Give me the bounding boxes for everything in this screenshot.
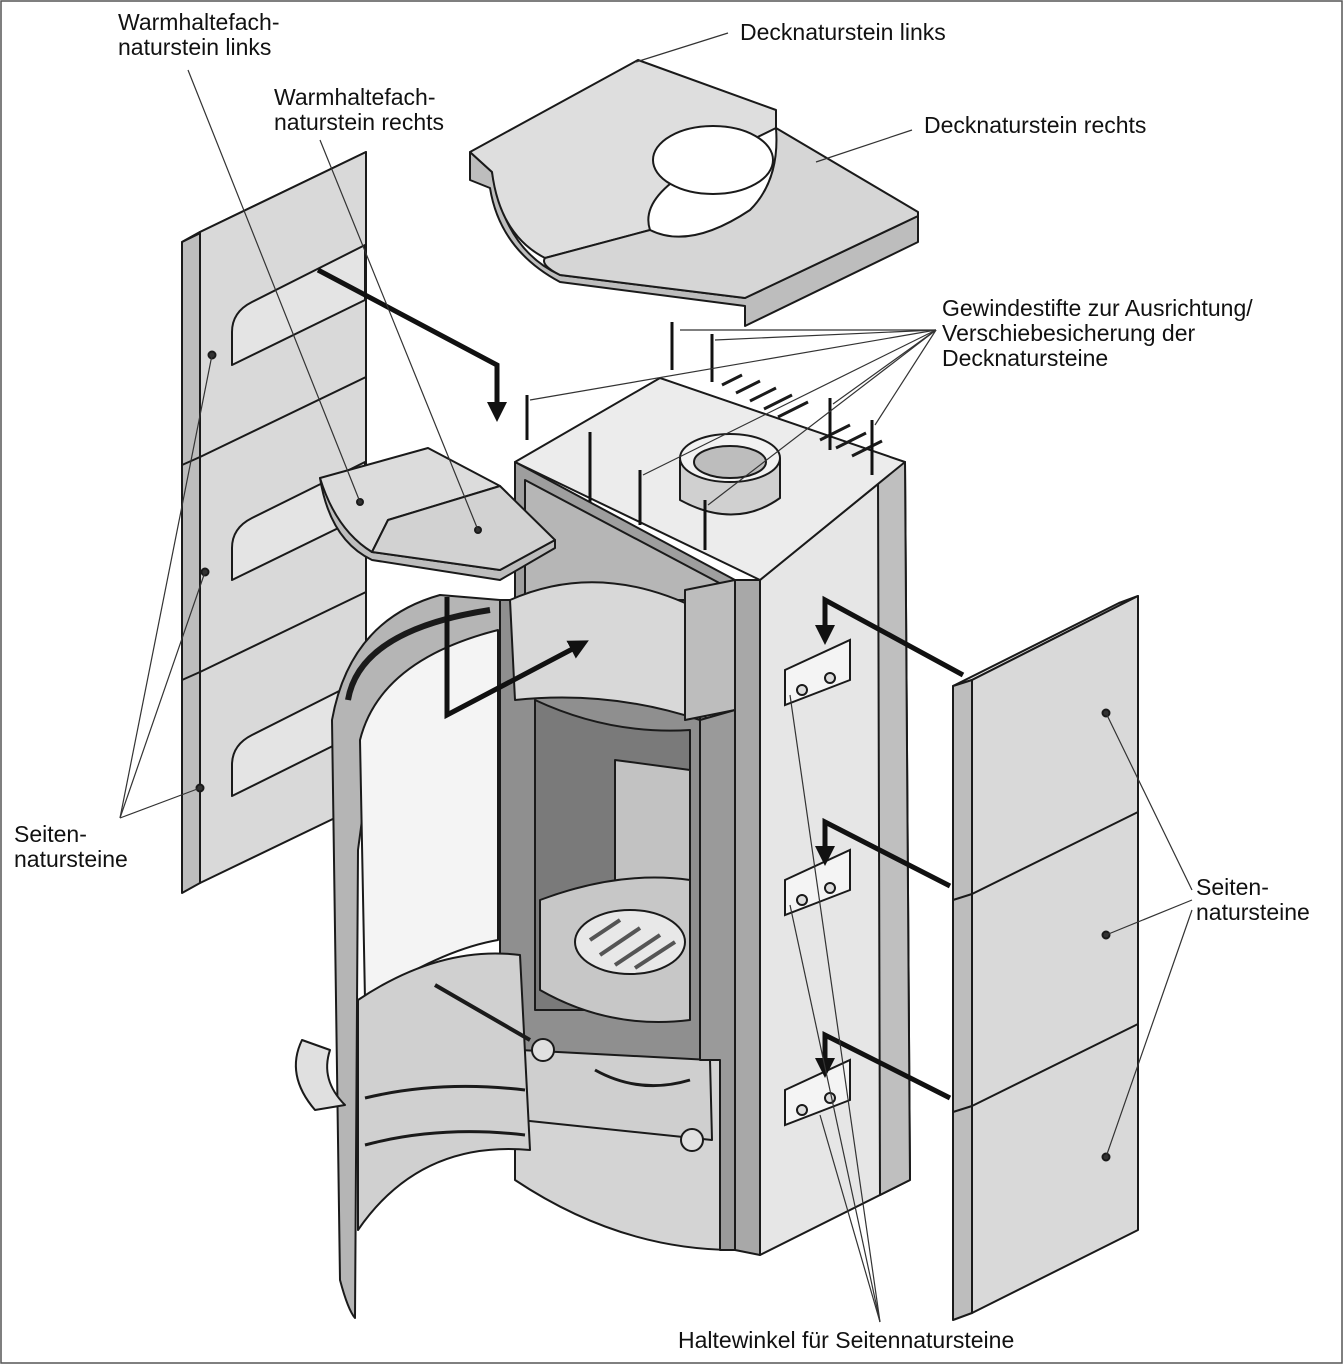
right-stone-seam-1 bbox=[952, 811, 1139, 901]
label-seiten-rechts-line1: Seiten- bbox=[1196, 874, 1269, 900]
label-warmhaltefach-links-line1: Warmhaltefach- bbox=[118, 9, 280, 35]
label-warmhaltefach-links: Warmhaltefach- naturstein links bbox=[118, 10, 279, 60]
stove-top-vents bbox=[721, 373, 883, 458]
leader-halte-3 bbox=[819, 1114, 881, 1323]
cover-stone-hole bbox=[652, 125, 774, 195]
stove-door bbox=[294, 594, 532, 1319]
label-warmhaltefach-links-line2: naturstein links bbox=[118, 34, 272, 60]
leader-side-right-1 bbox=[1105, 712, 1193, 891]
top-cover-stones bbox=[469, 59, 919, 327]
cover-stone-right bbox=[543, 127, 919, 299]
leader-side-left-1 bbox=[119, 354, 213, 819]
label-seiten-links-line2: natursteine bbox=[14, 846, 128, 872]
label-warmhaltefach-rechts-line1: Warmhaltefach- bbox=[274, 84, 436, 110]
right-side-stones bbox=[952, 595, 1139, 1321]
flue-inner bbox=[693, 445, 767, 479]
door-band-2 bbox=[364, 1130, 526, 1147]
label-gewindestifte-line3: Decknatursteine bbox=[942, 345, 1109, 371]
label-seiten-links: Seiten- natursteine bbox=[14, 822, 128, 872]
label-deck-rechts: Decknaturstein rechts bbox=[924, 113, 1146, 138]
label-warmhaltefach-rechts-line2: naturstein rechts bbox=[274, 109, 445, 135]
leader-side-right-3 bbox=[1105, 909, 1193, 1158]
leader-pin-6 bbox=[832, 329, 937, 405]
leader-warm-right bbox=[319, 139, 479, 531]
label-seiten-rechts: Seiten- natursteine bbox=[1196, 875, 1310, 925]
leader-side-left-3 bbox=[119, 787, 201, 819]
arrow-right-stone-top bbox=[815, 595, 965, 678]
leader-deck-right bbox=[815, 129, 913, 163]
label-seiten-links-line1: Seiten- bbox=[14, 821, 87, 847]
arrow-warm-stone bbox=[444, 597, 589, 720]
leader-pin-4 bbox=[642, 329, 937, 476]
label-haltewinkel-text: Haltewinkel für Seitennatursteine bbox=[678, 1327, 1015, 1353]
arrow-right-stone-mid bbox=[815, 817, 952, 889]
right-stone-side bbox=[952, 679, 973, 1321]
leader-pin-7 bbox=[874, 329, 937, 426]
arrow-left-stone bbox=[316, 267, 507, 422]
drawer-knob-right bbox=[680, 1128, 704, 1152]
warm-stone-right bbox=[371, 485, 556, 571]
leader-pin-5 bbox=[707, 329, 937, 506]
door-hinge-link bbox=[433, 983, 532, 1042]
right-stone-face bbox=[971, 595, 1139, 1314]
label-deck-rechts-text: Decknaturstein rechts bbox=[924, 112, 1147, 138]
leader-deck-left bbox=[635, 32, 729, 63]
label-deck-links: Decknaturstein links bbox=[740, 20, 946, 45]
leader-lines bbox=[119, 32, 1193, 1323]
assembly-arrows bbox=[316, 267, 965, 1101]
right-stone-seam-2 bbox=[952, 1023, 1139, 1113]
left-stone-seam-1 bbox=[181, 376, 367, 466]
label-gewindestifte-line2: Verschiebesicherung der bbox=[942, 320, 1196, 346]
leader-pin-3 bbox=[529, 329, 937, 401]
threaded-pins bbox=[525, 322, 874, 550]
arrow-right-stone-bottom bbox=[815, 1030, 952, 1101]
door-band-1 bbox=[364, 1084, 526, 1100]
door-frame-inner bbox=[345, 607, 491, 701]
door-lower-panel bbox=[357, 952, 531, 1231]
drawer-knob-left bbox=[531, 1038, 555, 1062]
front-right-pillar bbox=[699, 709, 736, 1251]
label-warmhaltefach-rechts: Warmhaltefach- naturstein rechts bbox=[274, 85, 444, 135]
stove-side-strip bbox=[877, 461, 911, 1196]
door-handle bbox=[294, 1039, 346, 1111]
stove-rear-column bbox=[734, 579, 761, 1256]
label-deck-links-text: Decknaturstein links bbox=[740, 19, 946, 45]
leader-side-right-2 bbox=[1105, 899, 1193, 936]
label-seiten-rechts-line2: natursteine bbox=[1196, 899, 1310, 925]
grate bbox=[574, 909, 686, 975]
leader-pin-2 bbox=[714, 329, 937, 341]
left-stone-seam-2 bbox=[181, 591, 367, 681]
leader-halte-1 bbox=[789, 694, 881, 1323]
label-haltewinkel: Haltewinkel für Seitennatursteine bbox=[678, 1328, 1014, 1353]
leader-warm-left bbox=[187, 69, 361, 503]
ash-drawer-handle bbox=[594, 1068, 691, 1088]
label-gewindestifte: Gewindestifte zur Ausrichtung/ Verschieb… bbox=[942, 296, 1253, 371]
door-hinge-column bbox=[684, 579, 736, 721]
leader-halte-2 bbox=[789, 904, 881, 1323]
grate-slots bbox=[588, 918, 677, 970]
leader-side-left-2 bbox=[119, 571, 206, 819]
label-gewindestifte-line1: Gewindestifte zur Ausrichtung/ bbox=[942, 295, 1253, 321]
